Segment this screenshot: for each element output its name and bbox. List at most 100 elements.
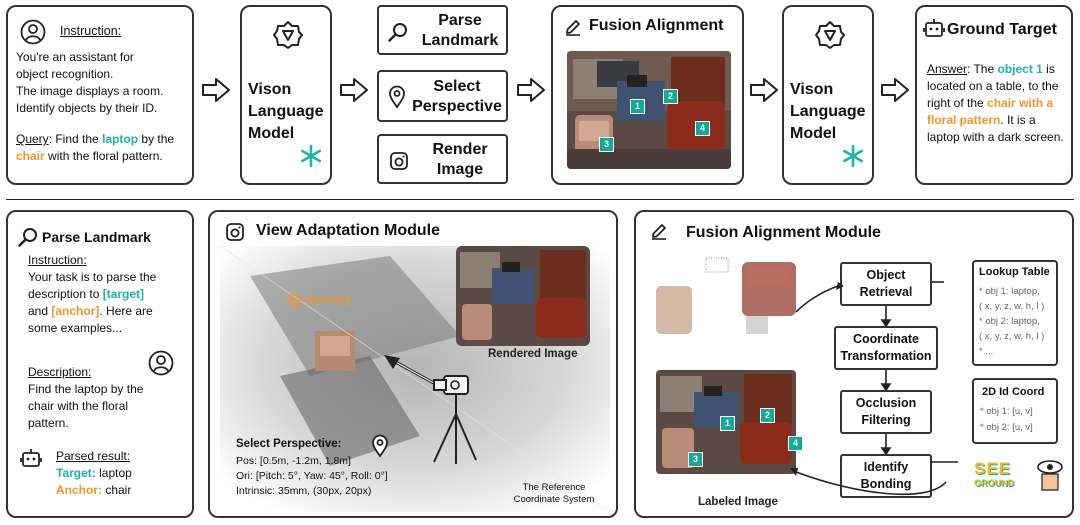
instruction-part: and — [28, 304, 52, 318]
parse-landmark-label: Parse Landmark — [415, 11, 505, 51]
vlm-line: Vison — [790, 81, 834, 98]
target-value: laptop — [95, 466, 132, 480]
labeled-image-label: Labeled Image — [698, 496, 778, 508]
vlm-label: Vison Language Model — [790, 79, 866, 145]
step-line: Filtering — [861, 413, 911, 427]
vlm-line: Vison — [248, 81, 292, 98]
anchor-target-icon — [286, 292, 302, 308]
point-cloud-image — [656, 257, 796, 334]
lookup-item: ( x, y, z, w, h, l ) — [979, 331, 1045, 342]
vlm-line: Model — [248, 125, 295, 142]
step-line: Identify — [863, 460, 909, 474]
openai-logo-icon — [815, 21, 845, 49]
instruction-part: . Here are some examples... — [28, 304, 153, 335]
camera-icon — [390, 152, 408, 170]
flow-arrow-icon — [202, 78, 230, 102]
flow-arrow-icon — [881, 78, 909, 102]
parse-landmark-panel: Parse Landmark Instruction: Your task is… — [6, 210, 194, 518]
coord-items: * obj 1: [u, v] * obj 2: [u, v] — [980, 404, 1033, 436]
label-line: Select — [433, 78, 481, 95]
robot-icon — [20, 449, 42, 467]
answer-part: : The — [967, 62, 998, 76]
step-line: Transformation — [840, 349, 932, 363]
lookup-item: * obj 2: laptop, — [979, 316, 1040, 327]
lookup-item: * ... — [979, 346, 994, 357]
answer-part: . It is a laptop with a dark screen. — [927, 113, 1064, 144]
fusion-module-title: Fusion Alignment Module — [686, 224, 881, 241]
query-anchor: chair — [16, 149, 45, 163]
parsed-label: Parsed result: — [56, 449, 131, 463]
magnifier-icon — [388, 23, 407, 42]
instruction-line: You're an assistant for — [16, 50, 134, 64]
lookup-table: Lookup Table * obj 1: laptop, ( x, y, z,… — [972, 260, 1058, 366]
coord-title: 2D Id Coord — [982, 386, 1045, 398]
pose-orientation: Ori: [Pitch: 5°, Yaw: 45°, Roll: 0°] — [236, 470, 388, 482]
seeground-logo: SEE GROUND — [974, 459, 1034, 490]
eye-mascot-icon — [1037, 460, 1063, 491]
robot-icon — [923, 19, 945, 37]
label-line: Render — [432, 141, 488, 158]
fusion-module-panel: Fusion Alignment Module 1 2 3 4 Labeled … — [634, 210, 1074, 518]
view-adaptation-panel: View Adaptation Module [anchor] Rendered… — [208, 210, 618, 518]
answer-part: is located on a table, to the right of t… — [927, 62, 1059, 110]
ground-target-box: Ground Target Answer: The object 1 is lo… — [915, 5, 1073, 185]
parsed-anchor: Anchor: chair — [56, 482, 131, 499]
view-adaptation-title: View Adaptation Module — [256, 222, 441, 239]
step-line: Occlusion — [855, 396, 917, 410]
rendered-image-label: Rendered Image — [488, 348, 578, 360]
location-pin-icon — [389, 85, 405, 109]
label-line: The Reference — [522, 482, 586, 493]
parsed-target: Target: laptop — [56, 465, 132, 482]
snowflake-icon — [300, 145, 322, 167]
openai-logo-icon — [273, 21, 303, 49]
query-label: Query — [16, 132, 49, 146]
fusion-alignment-box: Fusion Alignment 1 2 3 4 — [551, 5, 744, 185]
object-tag-3: 3 — [599, 137, 614, 152]
object-tag-4: 4 — [788, 436, 803, 451]
query-part: : Find the — [48, 132, 103, 146]
query-part: with the floral pattern. — [44, 149, 163, 163]
lookup-item: * obj 1: laptop, — [979, 286, 1040, 297]
instruction-text: You're an assistant for object recogniti… — [16, 49, 192, 117]
label-line: Perspective — [412, 98, 502, 115]
room-scene-image — [567, 51, 731, 169]
step-line: Bonding — [860, 477, 912, 491]
label-line: Coordinate System — [513, 494, 595, 505]
vlm-line: Model — [790, 125, 837, 142]
flow-arrow-icon — [750, 78, 778, 102]
answer-anchor: chair with a floral pattern — [927, 96, 1054, 127]
rendered-image — [456, 246, 590, 346]
target-label: Target: — [56, 466, 96, 480]
instruction-label: Instruction: — [60, 24, 122, 38]
render-image-box: Render Image — [377, 134, 508, 184]
instruction-line: The image displays a room. — [16, 84, 164, 98]
parse-landmark-title: Parse Landmark — [42, 229, 151, 245]
anchor-label: Anchor: — [56, 483, 102, 497]
render-image-label: Render Image — [415, 140, 505, 180]
flow-arrow-icon — [517, 78, 545, 102]
camera-tripod-icon — [433, 375, 477, 464]
logo-text: SEE — [974, 459, 1012, 478]
label-line: Image — [436, 161, 484, 178]
object-tag-1: 1 — [630, 99, 645, 114]
select-perspective-box: Select Perspective — [377, 70, 508, 122]
vlm-line: Language — [790, 103, 866, 120]
location-pin-icon — [372, 434, 388, 458]
lookup-item: ( x, y, z, w, h, l ) — [979, 301, 1045, 312]
snowflake-icon — [842, 145, 864, 167]
instruction-line: Identify objects by their ID. — [16, 101, 158, 115]
fusion-alignment-title: Fusion Alignment — [589, 17, 724, 34]
anchor-value: chair — [102, 483, 132, 497]
description-label: Description: — [28, 365, 92, 379]
select-perspective-title: Select Perspective: — [236, 438, 342, 450]
step-line: Object — [866, 268, 906, 282]
lookup-title: Lookup Table — [979, 266, 1050, 278]
object-tag-2: 2 — [760, 408, 775, 423]
vlm-label: Vison Language Model — [248, 79, 324, 145]
magnifier-icon — [18, 228, 37, 247]
coord-item: * obj 2: [u, v] — [980, 422, 1033, 433]
instruction-line: object recognition. — [16, 67, 114, 81]
